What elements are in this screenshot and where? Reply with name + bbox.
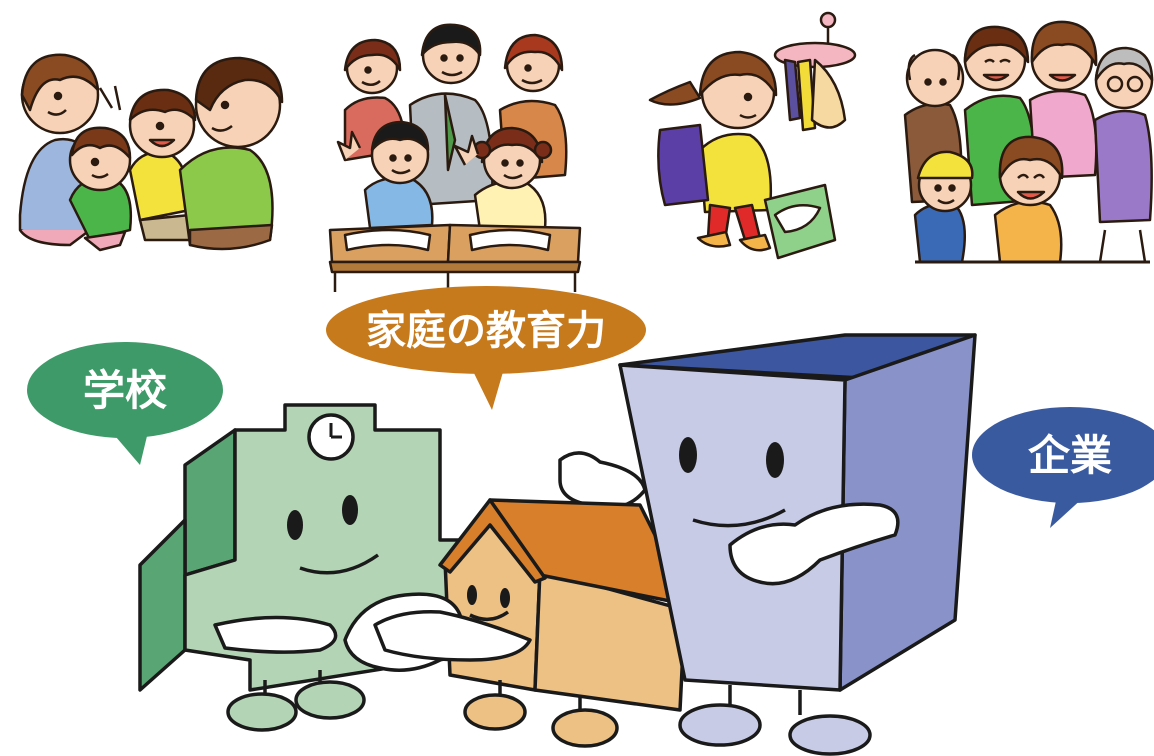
company-bubble: 企業 [972, 407, 1154, 528]
company-character [618, 333, 977, 756]
school-label: 学校 [83, 366, 167, 415]
home-education-label: 家庭の教育力 [366, 308, 606, 354]
community-scene [903, 20, 1154, 264]
school-bubble: 学校 [27, 342, 223, 465]
family-scene [18, 53, 284, 252]
school-character [138, 403, 472, 732]
company-label: 企業 [1028, 431, 1112, 480]
classroom-scene [328, 23, 582, 292]
house-character [343, 451, 692, 748]
laundry-scene [648, 11, 857, 260]
home-education-bubble: 家庭の教育力 [326, 286, 646, 410]
